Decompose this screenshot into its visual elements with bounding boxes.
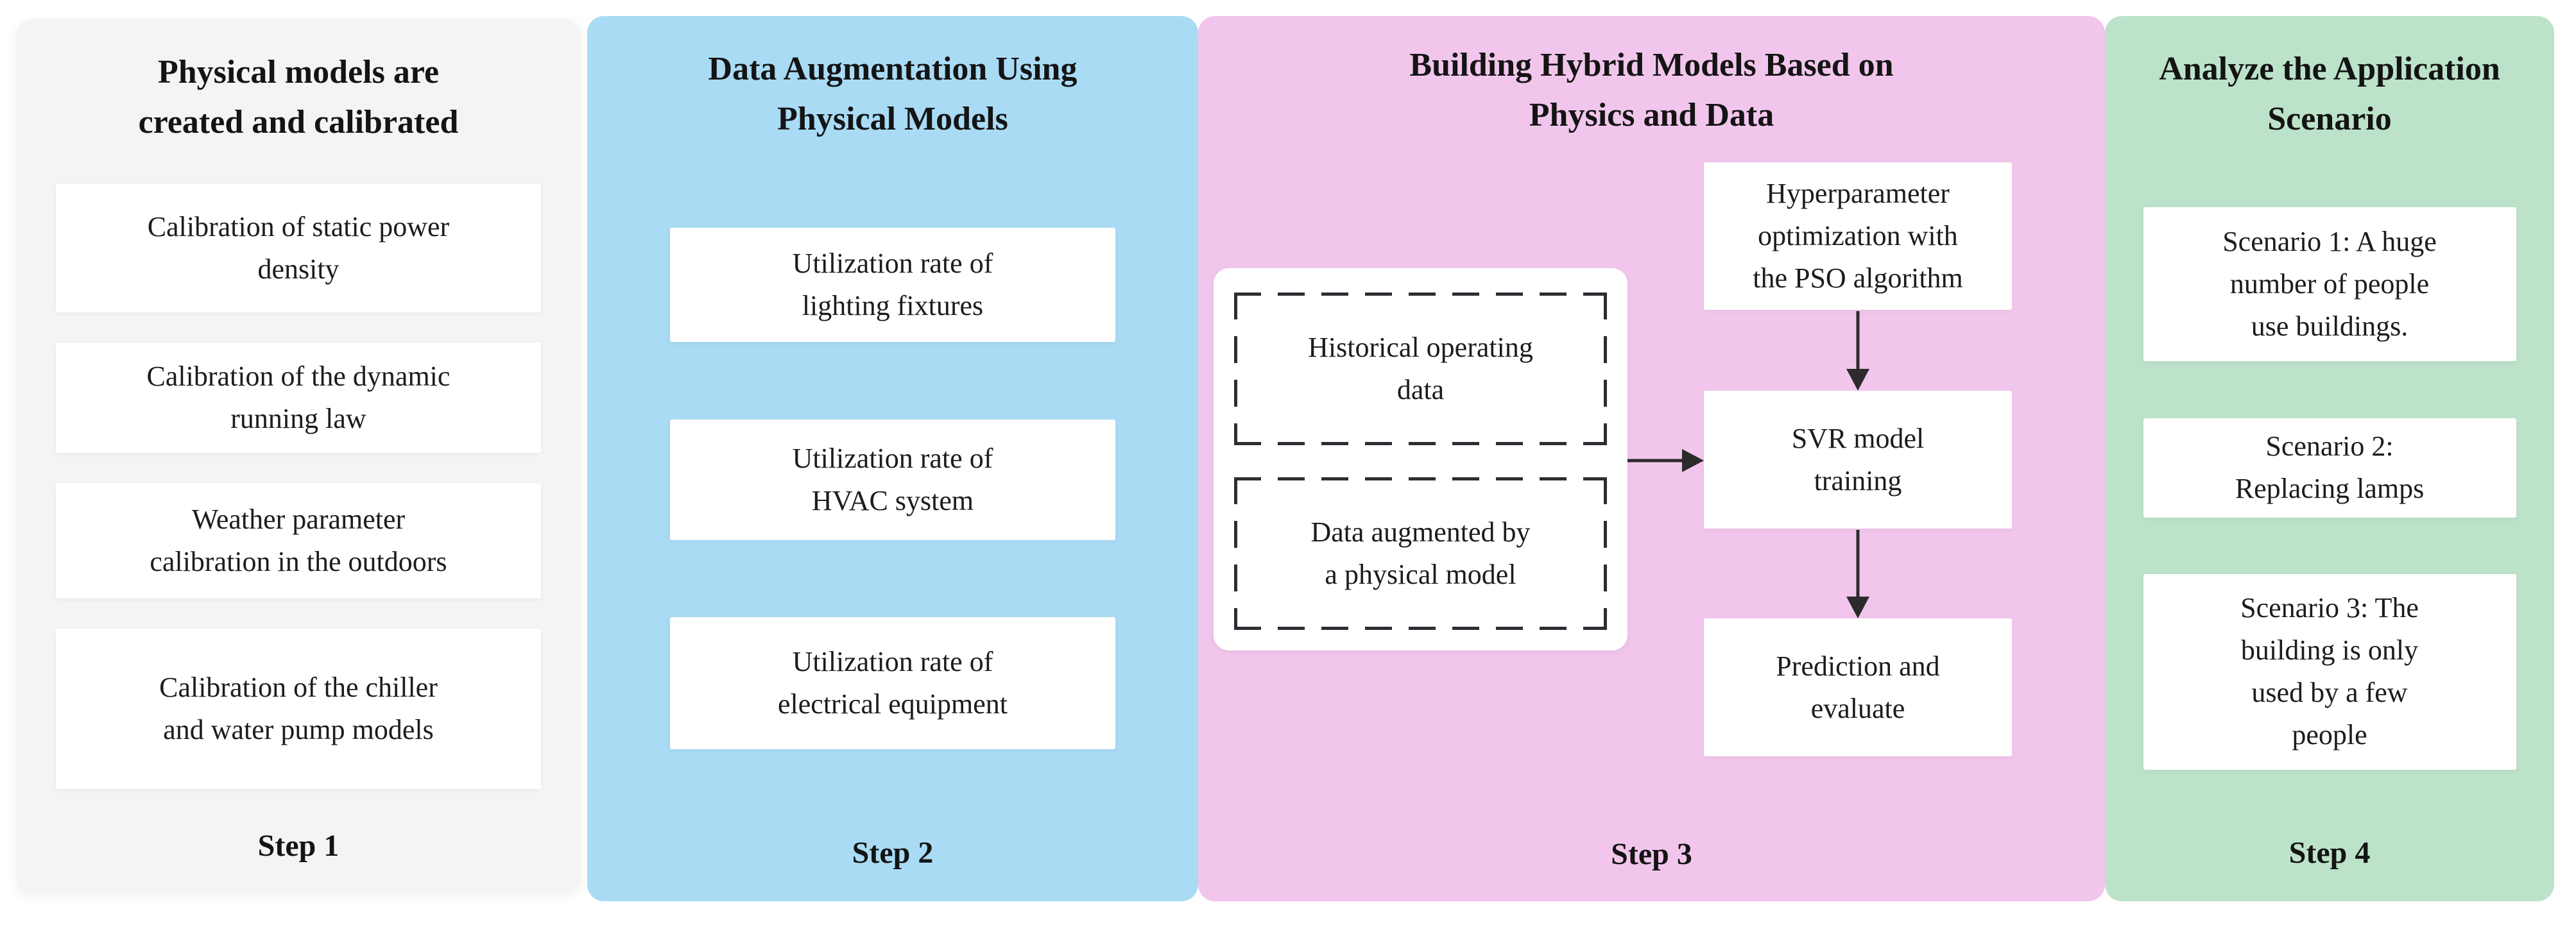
box-scenario-2: Scenario 2: Replacing lamps bbox=[2143, 418, 2516, 518]
panel-2-box-stack: Utilization rate of lighting fixtures Ut… bbox=[669, 151, 1116, 826]
panel-3-title: Building Hybrid Models Based on Physics … bbox=[1409, 47, 1894, 133]
data-sources-group: Historical operating data Data augmented… bbox=[1214, 268, 1627, 650]
panel-1-box-stack: Calibration of static power density Cali… bbox=[55, 154, 542, 819]
step-1-label: Step 1 bbox=[257, 829, 339, 863]
panel-2-title: Data Augmentation Using Physical Models bbox=[708, 51, 1078, 137]
box-utilization-lighting-fixtures: Utilization rate of lighting fixtures bbox=[669, 228, 1116, 343]
panel-4-box-stack: Scenario 1: A huge number of people use … bbox=[2143, 151, 2516, 826]
panel-4-title: Analyze the Application Scenario bbox=[2159, 51, 2500, 137]
arrow-stem bbox=[1856, 530, 1860, 599]
box-prediction-and-evaluate: Prediction and evaluate bbox=[1704, 618, 2012, 756]
box-svr-model-training: SVR model training bbox=[1704, 391, 2012, 529]
box-scenario-1: Scenario 1: A huge number of people use … bbox=[2143, 207, 2516, 362]
arrow-stem bbox=[1627, 459, 1685, 463]
box-historical-operating-data: Historical operating data bbox=[1234, 293, 1607, 445]
arrow-stem bbox=[1856, 311, 1860, 371]
box-utilization-electrical-equipment: Utilization rate of electrical equipment bbox=[669, 616, 1116, 749]
panel-step-2: Data Augmentation Using Physical Models … bbox=[587, 16, 1198, 901]
arrow-head-icon bbox=[1846, 369, 1869, 391]
box-scenario-3: Scenario 3: The building is only used by… bbox=[2143, 573, 2516, 770]
step-2-label: Step 2 bbox=[852, 836, 934, 870]
panel-step-1: Physical models are created and calibrat… bbox=[16, 19, 581, 894]
step-4-label: Step 4 bbox=[2288, 836, 2371, 870]
box-calibration-chiller-water-pump: Calibration of the chiller and water pum… bbox=[55, 629, 542, 789]
arrow-svr-to-prediction bbox=[1846, 530, 1869, 618]
box-hyperparameter-optimization-pso: Hyperparameter optimization with the PSO… bbox=[1704, 162, 2012, 310]
arrow-head-icon bbox=[1682, 449, 1704, 472]
box-calibration-dynamic-running-law: Calibration of the dynamic running law bbox=[55, 343, 542, 453]
panel-step-4: Analyze the Application Scenario Scenari… bbox=[2105, 16, 2554, 901]
box-calibration-static-power-density: Calibration of static power density bbox=[55, 184, 542, 312]
step-3-label: Step 3 bbox=[1611, 837, 1692, 871]
box-utilization-hvac-system: Utilization rate of HVAC system bbox=[669, 419, 1116, 540]
box-data-augmented-by-physical-model: Data augmented by a physical model bbox=[1234, 477, 1607, 630]
arrow-data-to-svr bbox=[1627, 449, 1704, 472]
box-weather-parameter-calibration: Weather parameter calibration in the out… bbox=[55, 483, 542, 598]
arrow-head-icon bbox=[1846, 597, 1869, 618]
arrow-pso-to-svr bbox=[1846, 311, 1869, 391]
panel-step-3: Building Hybrid Models Based on Physics … bbox=[1198, 16, 2105, 901]
panel-1-title: Physical models are created and calibrat… bbox=[138, 54, 459, 140]
